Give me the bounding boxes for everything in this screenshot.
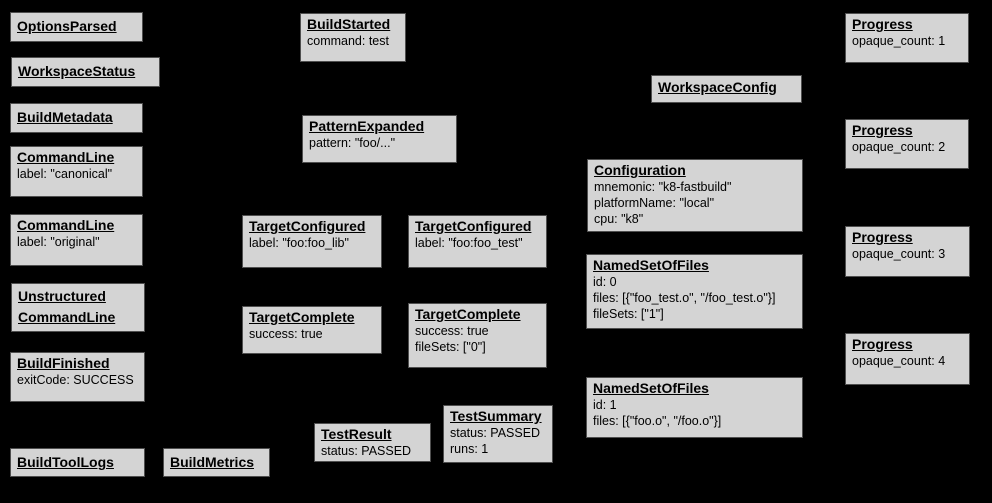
node-command-line-canonical: CommandLine label: "canonical" <box>10 146 143 197</box>
node-field: command: test <box>307 34 389 48</box>
node-title: BuildMetadata <box>17 109 113 125</box>
node-target-configured-foo-test: TargetConfigured label: "foo:foo_test" <box>408 215 547 268</box>
node-progress-3: Progress opaque_count: 3 <box>845 226 970 277</box>
node-title: BuildStarted <box>307 16 391 32</box>
node-build-started: BuildStarted command: test <box>300 13 406 62</box>
node-field: opaque_count: 2 <box>852 140 946 154</box>
node-field: exitCode: SUCCESS <box>17 373 134 387</box>
node-title: Unstructured CommandLine <box>18 288 116 325</box>
node-title: TargetConfigured <box>415 218 532 234</box>
node-title: Configuration <box>594 162 686 178</box>
node-target-complete-foo-test: TargetComplete success: true fileSets: [… <box>408 303 547 368</box>
node-title: Progress <box>852 229 913 245</box>
node-title: TargetConfigured <box>249 218 366 234</box>
node-named-set-of-files-0: NamedSetOfFiles id: 0 files: [{"foo_test… <box>586 254 803 329</box>
node-title: TestResult <box>321 426 392 442</box>
node-field: pattern: "foo/..." <box>309 136 396 150</box>
node-progress-1: Progress opaque_count: 1 <box>845 13 969 63</box>
node-title: BuildMetrics <box>170 454 255 470</box>
node-title: Progress <box>852 336 913 352</box>
node-title: WorkspaceStatus <box>18 63 136 79</box>
node-build-finished: BuildFinished exitCode: SUCCESS <box>10 352 145 402</box>
node-title: NamedSetOfFiles <box>593 257 709 273</box>
node-test-result: TestResult status: PASSED <box>314 423 431 462</box>
node-title: PatternExpanded <box>309 118 425 134</box>
node-named-set-of-files-1: NamedSetOfFiles id: 1 files: [{"foo.o", … <box>586 377 803 438</box>
node-field: fileSets: ["0"] <box>415 340 486 354</box>
node-options-parsed: OptionsParsed <box>10 12 143 42</box>
node-field: success: true <box>415 324 489 338</box>
node-configuration: Configuration mnemonic: "k8-fastbuild" p… <box>587 159 803 232</box>
node-target-complete-foo-lib: TargetComplete success: true <box>242 306 382 354</box>
node-title: TestSummary <box>450 408 542 424</box>
node-field: files: [{"foo_test.o", "/foo_test.o"}] <box>593 291 776 305</box>
node-title: NamedSetOfFiles <box>593 380 709 396</box>
node-title: OptionsParsed <box>17 18 117 34</box>
node-build-metrics: BuildMetrics <box>163 448 270 477</box>
node-progress-4: Progress opaque_count: 4 <box>845 333 970 385</box>
node-field: label: "foo:foo_test" <box>415 236 523 250</box>
node-build-metadata: BuildMetadata <box>10 103 143 133</box>
node-field: opaque_count: 4 <box>852 354 946 368</box>
node-command-line-original: CommandLine label: "original" <box>10 214 143 266</box>
node-title: WorkspaceConfig <box>658 79 777 95</box>
node-title: BuildFinished <box>17 355 110 371</box>
node-title: Progress <box>852 122 913 138</box>
node-title: Progress <box>852 16 913 32</box>
node-field: label: "foo:foo_lib" <box>249 236 349 250</box>
node-workspace-status: WorkspaceStatus <box>11 57 160 87</box>
node-field: status: PASSED <box>321 444 412 458</box>
node-field: status: PASSED <box>450 426 541 440</box>
node-field: opaque_count: 3 <box>852 247 946 261</box>
node-field: label: "canonical" <box>17 167 113 181</box>
node-unstructured-command-line: Unstructured CommandLine <box>11 283 145 332</box>
node-workspace-config: WorkspaceConfig <box>651 75 802 103</box>
node-field: fileSets: ["1"] <box>593 307 664 321</box>
node-field: label: "original" <box>17 235 100 249</box>
node-field: runs: 1 <box>450 442 489 456</box>
node-title: TargetComplete <box>249 309 355 325</box>
node-field: cpu: "k8" <box>594 212 644 226</box>
node-title: BuildToolLogs <box>17 454 114 470</box>
node-field: opaque_count: 1 <box>852 34 946 48</box>
node-field: platformName: "local" <box>594 196 715 210</box>
node-field: id: 0 <box>593 275 617 289</box>
node-target-configured-foo-lib: TargetConfigured label: "foo:foo_lib" <box>242 215 382 268</box>
node-title: TargetComplete <box>415 306 521 322</box>
node-field: mnemonic: "k8-fastbuild" <box>594 180 732 194</box>
node-progress-2: Progress opaque_count: 2 <box>845 119 969 169</box>
node-pattern-expanded: PatternExpanded pattern: "foo/..." <box>302 115 457 163</box>
node-title: CommandLine <box>17 149 115 165</box>
node-field: id: 1 <box>593 398 617 412</box>
node-title: CommandLine <box>17 217 115 233</box>
node-field: files: [{"foo.o", "/foo.o"}] <box>593 414 722 428</box>
node-test-summary: TestSummary status: PASSED runs: 1 <box>443 405 553 463</box>
node-build-tool-logs: BuildToolLogs <box>10 448 145 477</box>
node-field: success: true <box>249 327 323 341</box>
